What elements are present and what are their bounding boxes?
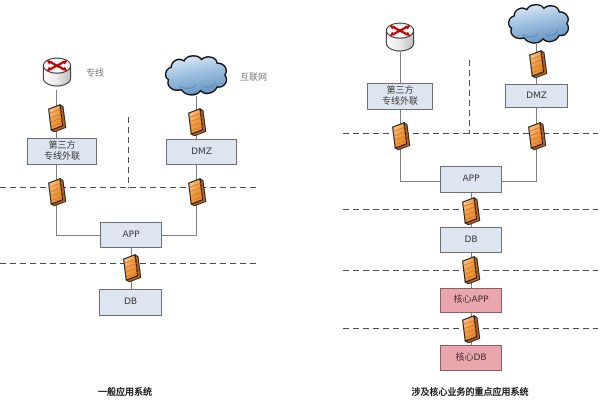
left-system-caption: 一般应用系统 — [97, 388, 152, 398]
zone-boundary-line — [469, 60, 470, 134]
connector-line — [161, 235, 197, 236]
firewall-icon — [526, 120, 547, 150]
right-system-caption: 涉及核心业务的重点应用系统 — [411, 388, 529, 398]
internet-cloud-icon — [163, 52, 229, 100]
firewall-icon — [186, 106, 207, 136]
zone-boundary-line — [343, 133, 598, 134]
firewall-icon — [460, 254, 481, 284]
node-label: 核心APP — [453, 295, 489, 305]
firewall-icon — [186, 176, 207, 206]
dedicated-line-label: 专线 — [86, 69, 105, 79]
node-label: 专线外联 — [43, 151, 80, 162]
node-app: APP — [100, 222, 162, 248]
firewall-icon — [460, 313, 481, 343]
connector-line — [501, 181, 537, 182]
node-app: APP — [440, 166, 502, 193]
node-label: DB — [123, 297, 138, 307]
node-core-db: 核心DB — [440, 345, 502, 371]
node-label: APP — [462, 174, 480, 184]
node-db: DB — [440, 227, 502, 253]
firewall-icon — [527, 48, 548, 78]
firewall-icon — [46, 102, 67, 132]
router-icon — [40, 54, 74, 90]
internet-cloud-icon — [505, 2, 572, 47]
node-label: DMZ — [191, 146, 212, 157]
firewall-icon — [460, 195, 481, 225]
node-dmz: DMZ — [166, 139, 237, 165]
node-third-party-external: 第三方 专线外联 — [27, 138, 97, 165]
node-dmz: DMZ — [505, 84, 568, 108]
node-label: 第三方 — [386, 85, 414, 96]
firewall-icon — [46, 176, 67, 206]
node-label: APP — [122, 229, 140, 240]
connector-line — [400, 52, 401, 84]
internet-label: 互联网 — [240, 73, 268, 83]
node-db: DB — [99, 289, 162, 316]
zone-boundary-line — [128, 117, 129, 188]
connector-line — [56, 235, 101, 236]
node-label: 第三方 — [48, 140, 76, 151]
node-label: DMZ — [526, 90, 547, 101]
firewall-icon — [121, 252, 142, 282]
firewall-icon — [390, 120, 411, 150]
router-icon — [383, 19, 417, 55]
node-core-app: 核心APP — [440, 288, 502, 313]
node-label: 核心DB — [455, 352, 487, 363]
node-label: DB — [464, 234, 478, 245]
node-label: 专线外联 — [381, 96, 418, 107]
node-third-party-external: 第三方 专线外联 — [367, 83, 433, 110]
connector-line — [400, 181, 440, 182]
